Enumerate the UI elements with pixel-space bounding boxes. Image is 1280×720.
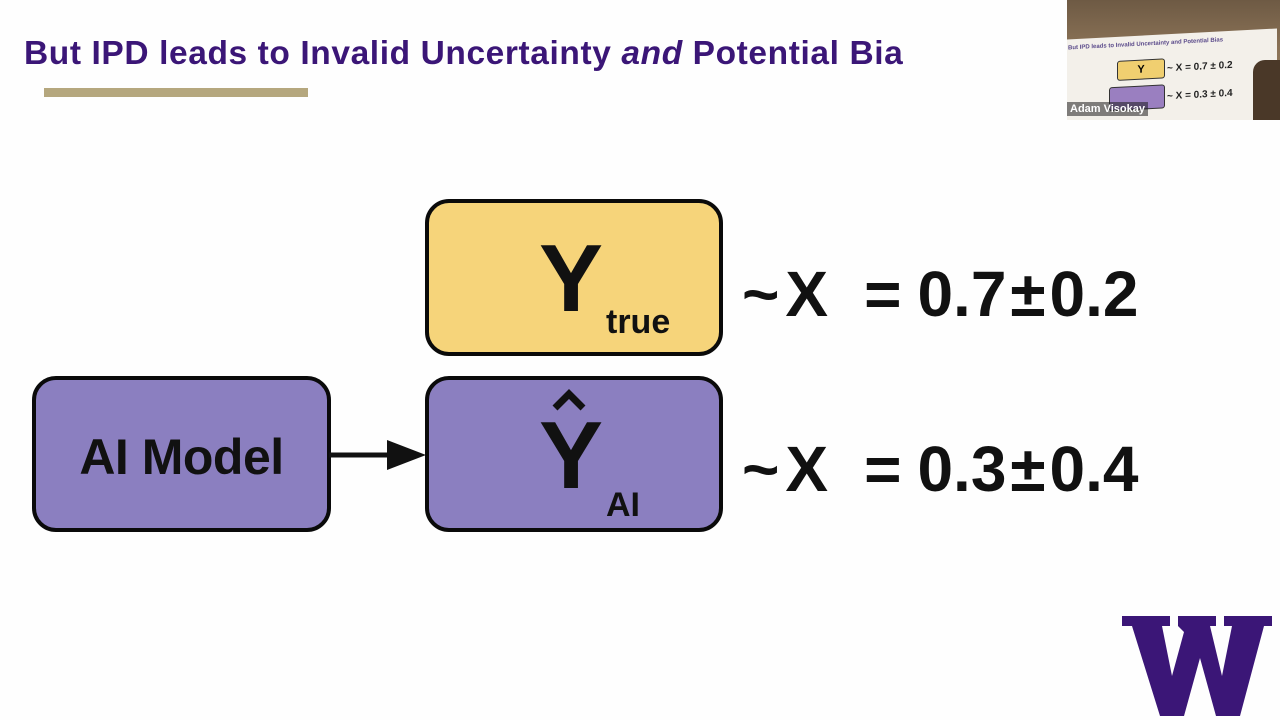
slide-title: But IPD leads to Invalid Uncertainty and… <box>24 34 903 74</box>
y-true-symbol: Y <box>539 225 604 332</box>
error-value: 0.4 <box>1049 433 1139 505</box>
slide-title-part1: But IPD leads to Invalid Uncertainty <box>24 35 622 72</box>
participant-name-tag: Adam Visokay <box>1067 102 1149 116</box>
ai-model-label: AI Model <box>79 429 284 485</box>
projected-equation-1: ~ X = 0.7 ± 0.2 <box>1167 59 1233 75</box>
webcam-video-tile[interactable]: But IPD leads to Invalid Uncertainty and… <box>1067 0 1280 120</box>
tilde: ~ <box>742 433 780 505</box>
plus-minus-sign: ± <box>1010 258 1046 330</box>
equation-variable: X <box>785 258 829 330</box>
plus-minus-sign: ± <box>1010 433 1046 505</box>
projected-y-true-box: Y <box>1117 58 1165 81</box>
error-value: 0.2 <box>1049 258 1139 330</box>
estimate-value: 0.3 <box>917 433 1007 505</box>
slide-title-part2: Potential Bia <box>682 35 904 72</box>
y-true-subscript: true <box>606 303 671 341</box>
uw-logo-icon <box>1122 616 1272 716</box>
y-hat-equation: ~X=0.3±0.4 <box>742 437 1139 501</box>
projected-equation-2: ~ X = 0.3 ± 0.4 <box>1167 87 1233 103</box>
slide-title-emphasis: and <box>621 35 683 72</box>
tilde: ~ <box>742 258 780 330</box>
y-true-box: Y true <box>425 199 723 356</box>
projected-slide-title: But IPD leads to Invalid Uncertainty and… <box>1068 37 1224 52</box>
y-hat-subscript: AI <box>606 486 640 524</box>
equals-sign: = <box>864 258 902 330</box>
title-accent-bar <box>44 88 308 97</box>
y-hat-ai-box: Y AI <box>425 376 723 532</box>
presenter-silhouette <box>1253 60 1280 120</box>
y-true-equation: ~X=0.7±0.2 <box>742 262 1139 326</box>
equation-variable: X <box>785 433 829 505</box>
right-arrow-icon <box>329 440 426 470</box>
hat-icon <box>552 389 586 411</box>
estimate-value: 0.7 <box>917 258 1007 330</box>
equals-sign: = <box>864 433 902 505</box>
ai-model-box: AI Model <box>32 376 331 532</box>
y-hat-symbol: Y <box>539 402 604 509</box>
